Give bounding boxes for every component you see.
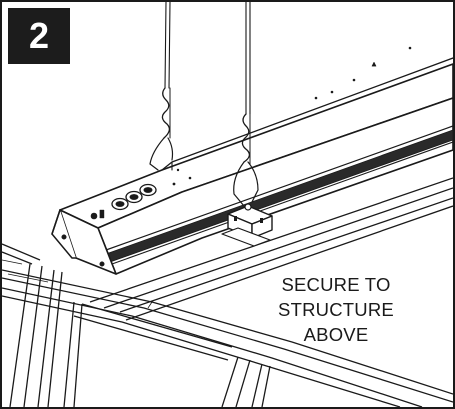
instruction-line-1: SECURE TO — [281, 274, 391, 295]
light-fixture — [51, 46, 453, 275]
instruction-line-2: STRUCTURE — [278, 299, 394, 320]
mounting-bracket — [221, 203, 273, 247]
instruction-line-3: ABOVE — [303, 324, 369, 345]
control-panel — [90, 183, 157, 220]
step-number-badge: 2 — [8, 8, 70, 64]
ceiling-grid — [2, 177, 453, 407]
instruction-text: SECURE TO STRUCTURE ABOVE — [268, 272, 404, 347]
suspension-cable — [149, 2, 259, 207]
